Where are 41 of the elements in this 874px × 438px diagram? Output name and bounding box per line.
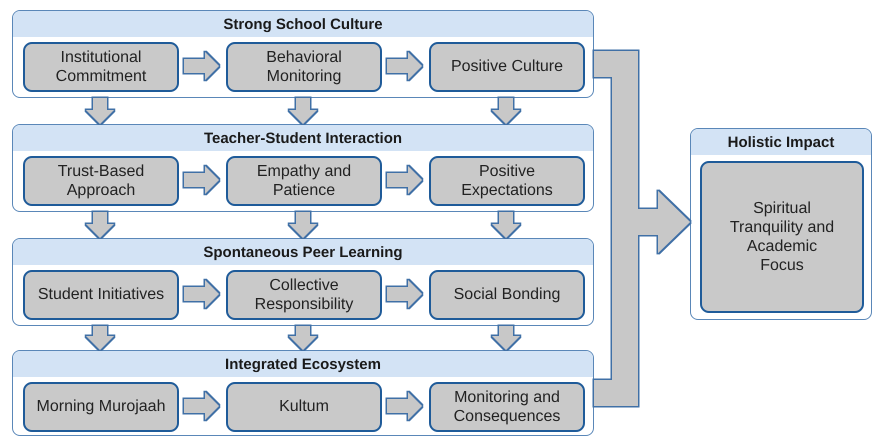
- process-box: Social Bonding: [429, 270, 585, 320]
- process-box: Institutional Commitment: [23, 42, 179, 92]
- block-arrow: [86, 212, 114, 238]
- panel-header: Strong School Culture: [13, 11, 593, 37]
- block-arrow: [492, 98, 520, 124]
- block-arrow: [184, 392, 219, 420]
- block-arrow: [387, 166, 422, 194]
- group-panel: [12, 10, 594, 98]
- group-panel: [12, 124, 594, 212]
- process-box: Positive Culture: [429, 42, 585, 92]
- outcome-box: Spiritual Tranquility and Academic Focus: [700, 161, 864, 313]
- block-arrow: [86, 326, 114, 350]
- panel-header: Integrated Ecosystem: [13, 351, 593, 377]
- panel-header: Spontaneous Peer Learning: [13, 239, 593, 265]
- group-panel: [12, 350, 594, 436]
- block-arrow: [184, 52, 219, 80]
- block-arrow: [289, 98, 317, 124]
- block-arrow: [387, 280, 422, 308]
- process-box: Student Initiatives: [23, 270, 179, 320]
- block-arrow: [387, 392, 422, 420]
- block-arrow: [492, 212, 520, 238]
- process-box: Positive Expectations: [429, 156, 585, 206]
- block-arrow: [387, 52, 422, 80]
- process-box: Kultum: [226, 382, 382, 432]
- process-box: Empathy and Patience: [226, 156, 382, 206]
- merge-arrow: [594, 191, 690, 406]
- block-arrow: [86, 98, 114, 124]
- block-arrow: [289, 326, 317, 350]
- process-box: Behavioral Monitoring: [226, 42, 382, 92]
- panel-header: Teacher-Student Interaction: [13, 125, 593, 151]
- block-arrow: [184, 280, 219, 308]
- block-arrow: [184, 166, 219, 194]
- process-box: Trust-Based Approach: [23, 156, 179, 206]
- panel-header: Holistic Impact: [691, 129, 871, 155]
- group-panel: [12, 238, 594, 326]
- process-box: Monitoring and Consequences: [429, 382, 585, 432]
- process-box: Collective Responsibility: [226, 270, 382, 320]
- group-panel: [690, 128, 872, 320]
- process-box: Morning Murojaah: [23, 382, 179, 432]
- block-arrow: [492, 326, 520, 350]
- block-arrow: [289, 212, 317, 238]
